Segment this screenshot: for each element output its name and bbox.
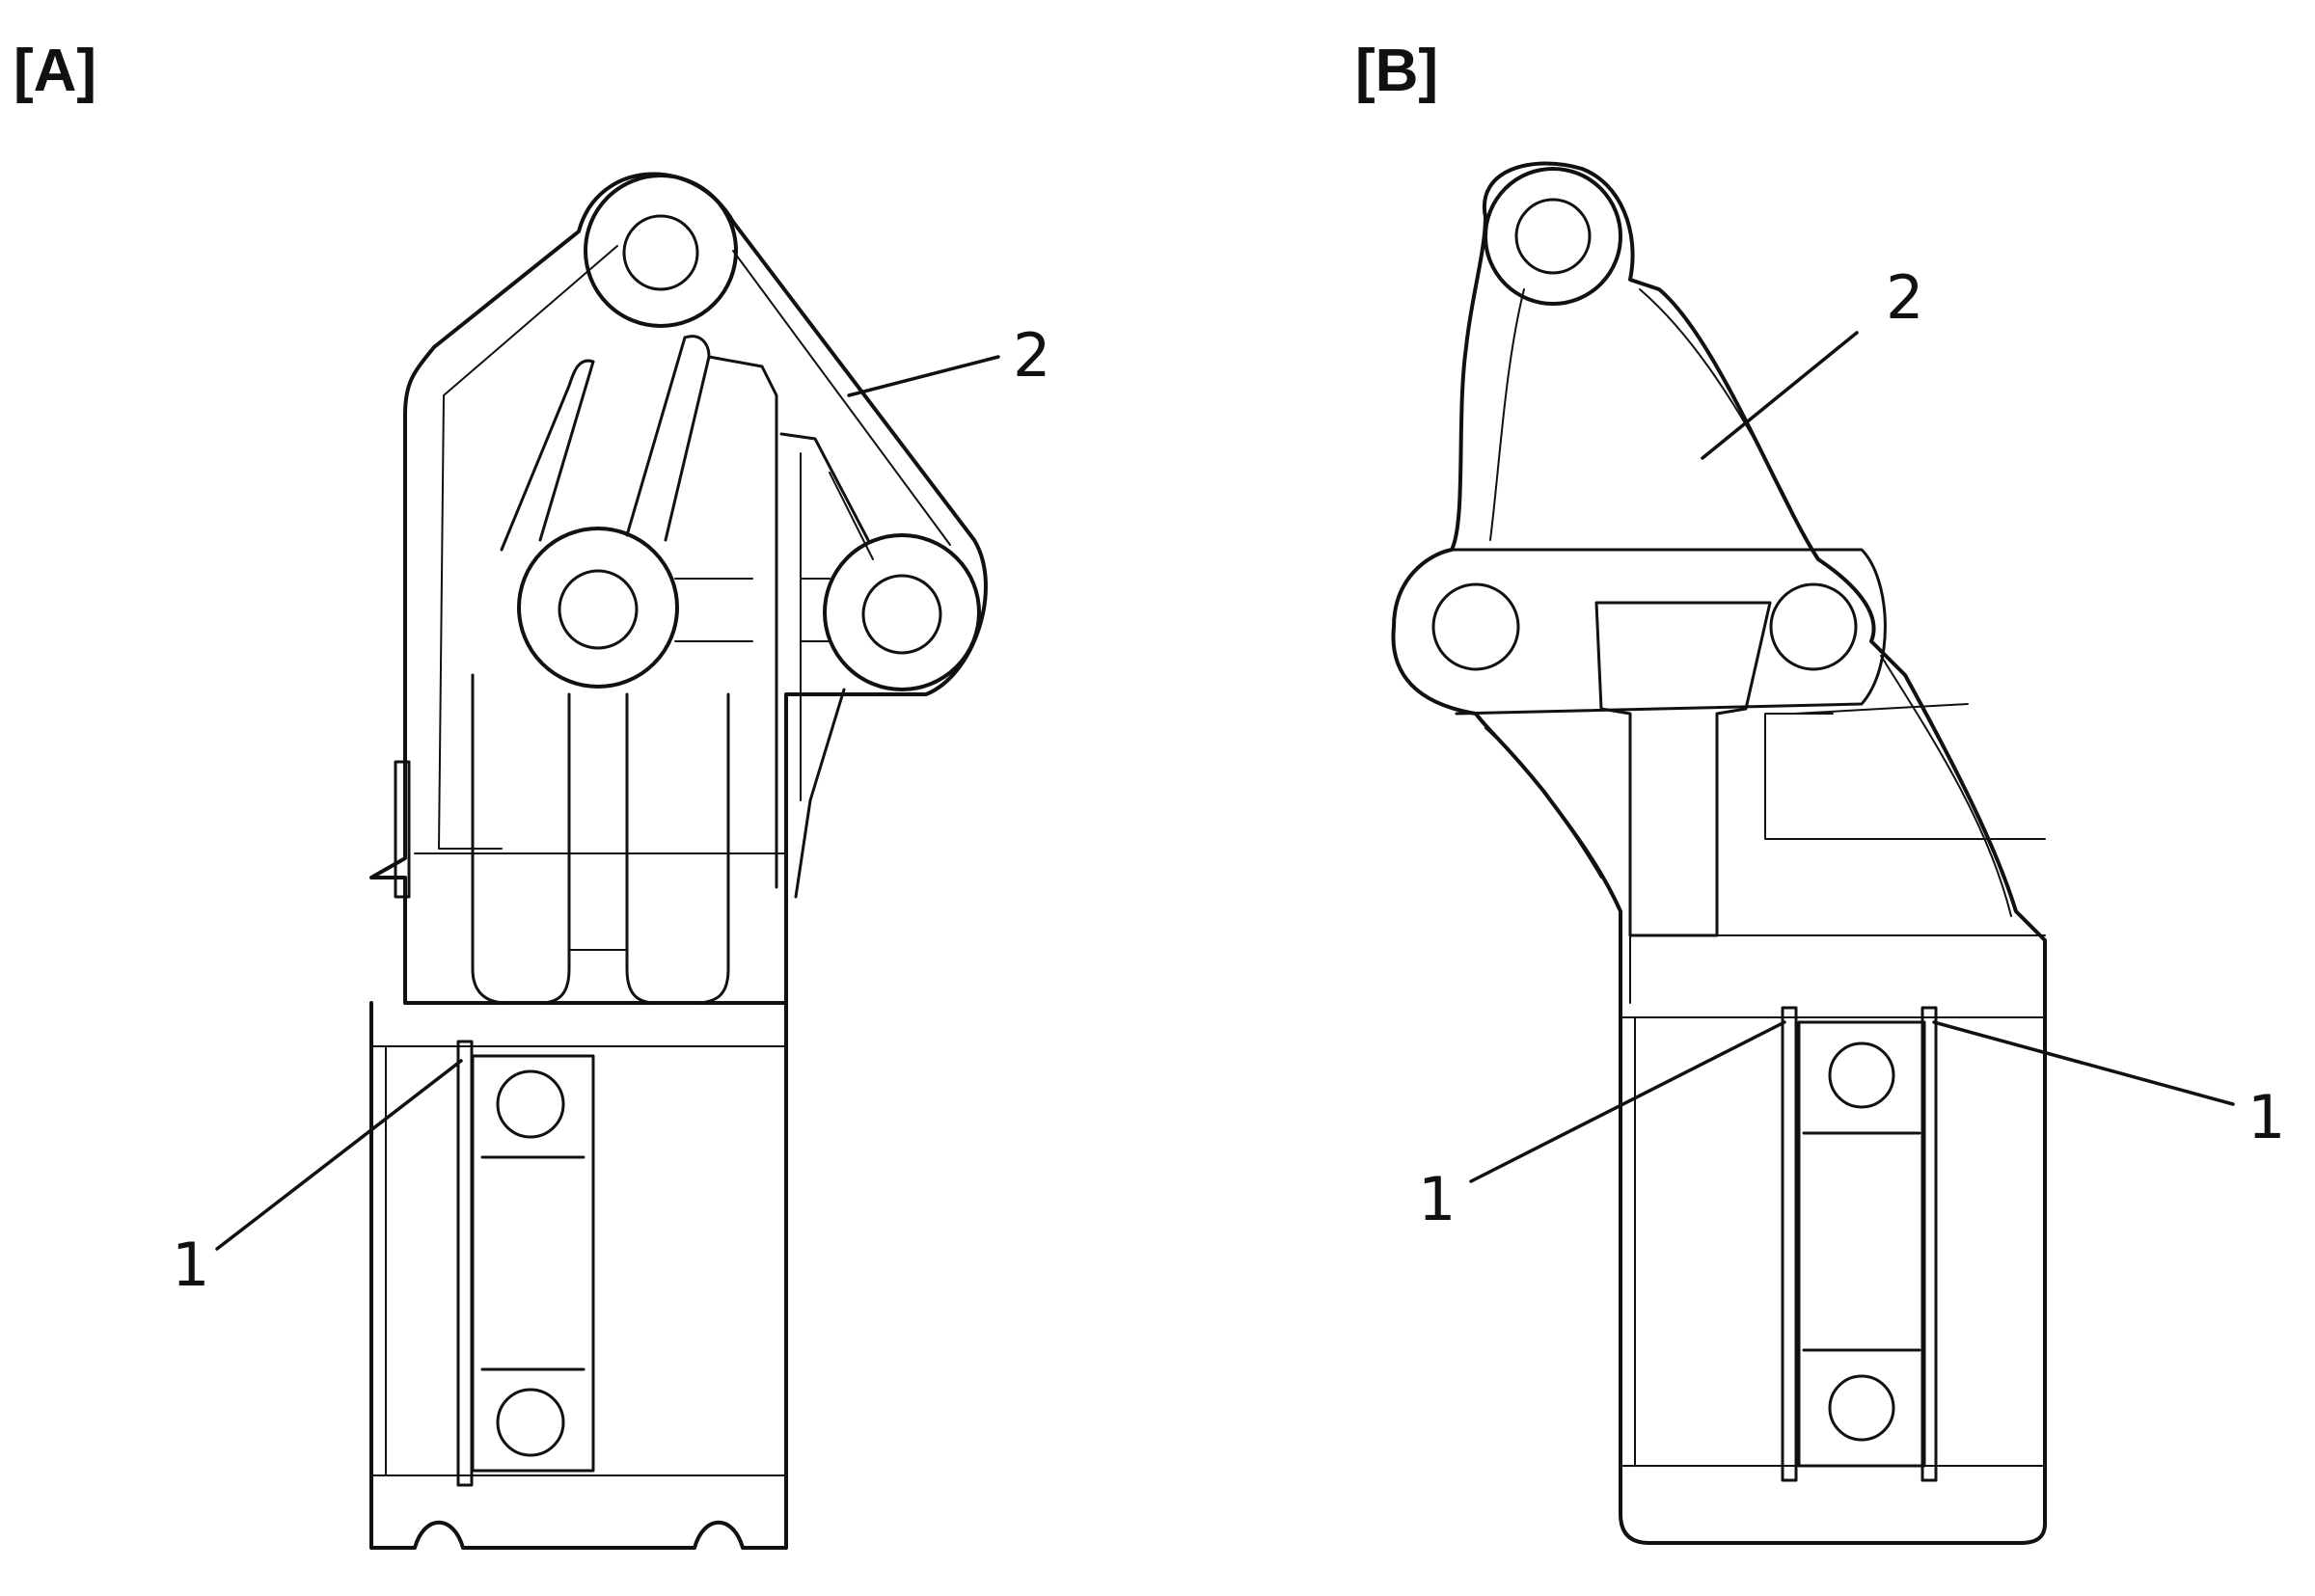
panel-a-web-frame	[800, 452, 874, 801]
panel-a-bearing-ball-top	[496, 1069, 565, 1139]
panel-a-housing-outline	[369, 1001, 788, 1550]
panel-a-triangle-web	[779, 432, 870, 542]
panel-a-rib-mid-inner	[625, 336, 687, 537]
panel-a-center-boss	[517, 527, 679, 689]
panel-a-boss-groove	[674, 578, 831, 642]
panel-b-bracket	[1391, 161, 2047, 1545]
panel-a-bearing-bore	[471, 1054, 595, 1473]
panel-b-top-bolt-hole	[1514, 198, 1592, 275]
panel-a-top-boss	[584, 174, 738, 328]
panel-b-callout-1-left: 1	[1418, 1164, 1456, 1234]
panel-b-center-column	[1594, 601, 1772, 937]
panel-b-top-boss	[1484, 167, 1622, 306]
panel-a-rib-left	[500, 359, 595, 552]
panel-b-flange	[1450, 548, 1887, 716]
panel-a-housing	[369, 1001, 788, 1550]
panel-b-bearing-ball-top	[1828, 1041, 1895, 1109]
panel-b-column-lines	[1629, 713, 1718, 1004]
panel-a-center-column	[707, 355, 778, 889]
panel-b-leader-1-left	[1469, 1020, 1786, 1183]
panel-a-leader-1	[215, 1059, 463, 1251]
panel-b-callout-1-right: 1	[2247, 1082, 2285, 1152]
panel-a-callout-1: 1	[172, 1230, 209, 1300]
panel-a-callout-2: 2	[1013, 320, 1050, 391]
panel-a-center-bolt-hole	[558, 569, 639, 650]
panel-b-callout-2: 2	[1886, 262, 1923, 333]
panel-b-leader-1-right	[1932, 1020, 2235, 1106]
panel-a-lobe-right	[625, 692, 730, 1005]
panel-a: [A]	[14, 38, 1050, 1550]
panel-a-top-bolt-hole	[622, 214, 699, 291]
panel-b-side-face	[1716, 703, 2046, 936]
panel-a-bracket-outline	[369, 172, 988, 1005]
panel-b-label: [B]	[1355, 38, 1438, 104]
panel-b-inner-curve	[1489, 288, 1805, 541]
panel-a-snap-ring	[456, 1040, 474, 1487]
panel-a-leader-2	[847, 355, 1000, 397]
panel-a-right-boss	[823, 533, 981, 691]
panel-b-right-bolt-hole	[1769, 582, 1858, 671]
panel-b-left-bolt-hole	[1431, 582, 1520, 671]
panel-a-right-bolt-hole	[861, 574, 942, 655]
panel-a-bracket-inner-contour	[438, 245, 618, 850]
panel-a-bearing-races	[480, 1155, 586, 1371]
panel-a-bracket-right-web	[732, 250, 951, 546]
panel-b-outer-web	[1484, 655, 2012, 917]
panel-b-bearing-ball-bottom	[1828, 1374, 1895, 1442]
panel-b-leader-2	[1701, 331, 1859, 460]
panel-a-bracket	[369, 172, 988, 1005]
panel-b-bearing-races	[1802, 1131, 1921, 1352]
panel-a-side-tab	[394, 760, 411, 899]
panel-b-bearing-bore	[1797, 1020, 1926, 1468]
panel-a-rib-left-inner	[538, 360, 595, 542]
panel-b-bracket-outline	[1391, 161, 2047, 1545]
panel-b-snap-ring-right	[1920, 1006, 1938, 1482]
panel-b-snap-ring-left	[1781, 1006, 1798, 1482]
panel-b: [B]	[1355, 38, 2285, 1545]
panel-b-housing	[1620, 1006, 2046, 1482]
panel-a-bearing-ball-bottom	[496, 1388, 565, 1457]
panel-a-label: [A]	[14, 38, 96, 104]
panel-a-rib-mid	[664, 335, 711, 542]
panel-a-lobe-left	[471, 673, 571, 1005]
panel-a-triangle-web-lower	[794, 688, 846, 899]
